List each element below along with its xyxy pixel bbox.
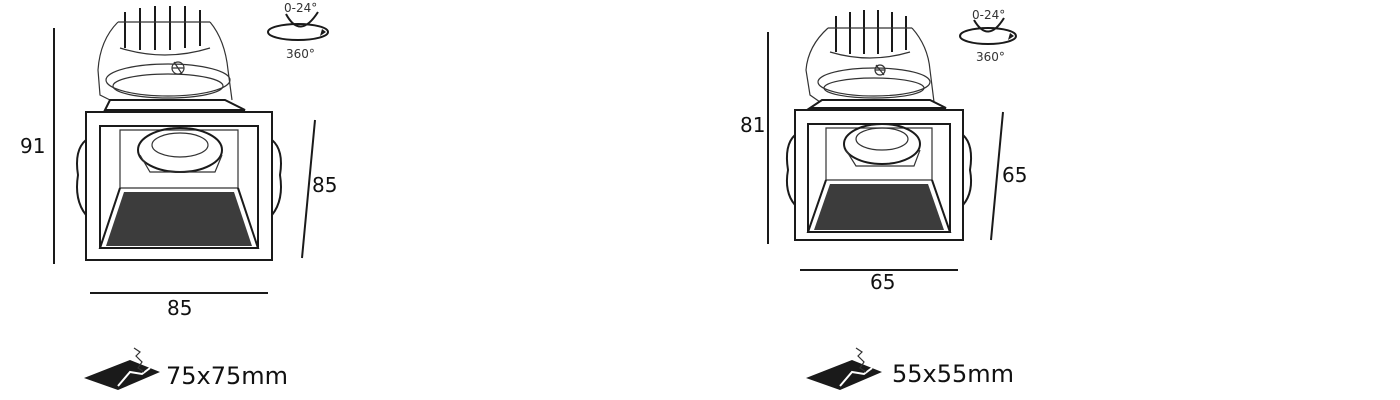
trim-frame	[785, 99, 973, 241]
tilt-rotation-icon: 0-24° 360°	[267, 1, 329, 61]
depth-label: 65	[1002, 163, 1027, 187]
height-label: 91	[20, 134, 45, 158]
trim-frame	[76, 99, 282, 261]
heatsink	[805, 10, 935, 103]
depth-dim-line	[301, 119, 316, 259]
tilt-label: 0-24°	[284, 1, 317, 15]
cutout-label: 75x75mm	[166, 362, 288, 390]
cutout-label: 55x55mm	[892, 360, 1014, 388]
rotation-label: 360°	[976, 50, 1005, 64]
depth-label: 85	[312, 173, 337, 197]
ceiling-cutout-icon: 75x75mm	[84, 347, 288, 390]
heatsink	[97, 6, 233, 101]
width-label: 65	[870, 270, 895, 294]
ceiling-cutout-icon: 55x55mm	[806, 347, 1014, 390]
tilt-label: 0-24°	[972, 8, 1005, 22]
height-label: 81	[740, 113, 765, 137]
tilt-rotation-icon: 0-24° 360°	[959, 8, 1017, 64]
width-label: 85	[167, 296, 192, 320]
rotation-label: 360°	[286, 47, 315, 61]
product-2-drawing: 81 65 65 0-24° 360° 55x55mm	[740, 8, 1027, 390]
product-1-drawing: 91 85 85 0-24° 360° 75x75mm	[20, 1, 337, 390]
depth-dim-line	[990, 111, 1004, 241]
